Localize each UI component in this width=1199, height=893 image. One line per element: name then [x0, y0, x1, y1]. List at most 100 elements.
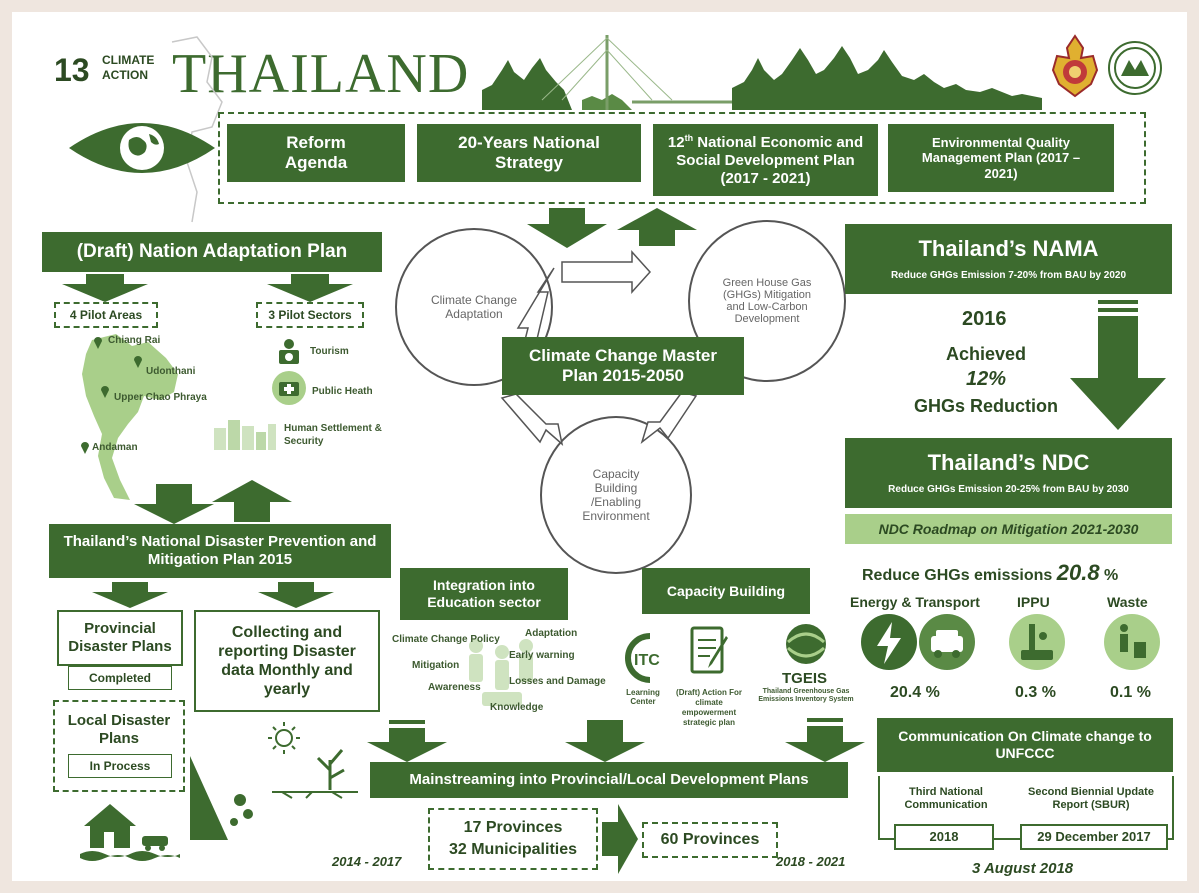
itc-logo-text: ITC: [634, 652, 660, 669]
thailand-map-icon: [82, 334, 178, 500]
itc-label: Learning Center: [626, 688, 660, 706]
master-plan-box: Climate Change Master Plan 2015-2050: [502, 337, 744, 395]
document-icon: [690, 626, 728, 674]
thailand-map-outline: [171, 36, 223, 223]
nama-percent: 12%: [966, 368, 1007, 390]
lightning-icon: [861, 614, 917, 670]
edu-word-knowledge: Knowledge: [490, 702, 544, 713]
arrow-down-icon: [527, 208, 607, 248]
skyline-illustration: [482, 35, 1042, 110]
arrow-down-icon: [367, 720, 447, 762]
provincial-status: Completed: [68, 666, 172, 690]
nama-subtitle: Reduce GHGs Emission 7-20% from BAU by 2…: [890, 270, 1127, 282]
years-2014-2017: 2014 - 2017: [332, 854, 402, 869]
years-2018-2021: 2018 - 2021: [776, 854, 846, 869]
pilot-sectors-label: 3 Pilot Sectors: [256, 302, 364, 328]
arrow-down-icon: [1070, 300, 1166, 430]
itc-logo-icon: ITC: [625, 633, 660, 683]
industry-icon: [1009, 614, 1065, 670]
arrow-down-icon: [258, 582, 334, 608]
tnc-label: Third National Communication: [904, 786, 988, 812]
provinces-17: 17 Provinces: [463, 819, 563, 836]
sector-human-settlement: Human Settlement & Security: [284, 423, 382, 447]
provinces-2018-box: 60 Provinces: [642, 822, 778, 858]
arrow-down-icon: [92, 582, 168, 608]
area-andaman: Andaman: [92, 442, 138, 453]
edu-word-adaptation: Adaptation: [525, 628, 578, 639]
disaster-plan-box: Thailand’s National Disaster Prevention …: [49, 524, 391, 578]
nama-box: Thailand’s NAMA Reduce GHGs Emission 7-2…: [845, 224, 1172, 294]
sector-energy-label: Energy & Transport: [850, 594, 980, 610]
ndc-subtitle: Reduce GHGs Emission 20-25% from BAU by …: [888, 484, 1129, 496]
edu-word-awareness: Awareness: [428, 682, 481, 693]
edu-word-early-warning: Early warning: [509, 650, 575, 661]
ndc-reduce-value: 20.8: [1056, 560, 1100, 585]
ndc-reduce-line: Reduce GHGs emissions 20.8 %: [862, 560, 1119, 585]
infographic-canvas: 13 CLIMATE ACTION THAILAND Reform Agend: [12, 12, 1187, 881]
area-udonthani: Udonthani: [146, 366, 196, 377]
cycle-arrows: [500, 250, 698, 447]
flood-icon: [80, 804, 180, 861]
ndc-title: Thailand’s NDC: [927, 449, 1090, 475]
pilot-areas-label: 4 Pilot Areas: [54, 302, 158, 328]
landslide-icon: [190, 756, 253, 840]
arrow-down-icon: [565, 720, 645, 762]
provincial-plans-box: Provincial Disaster Plans: [57, 610, 183, 666]
sector-waste-label: Waste: [1107, 594, 1148, 610]
arrow-up-icon: [617, 208, 697, 246]
nama-achieved: Achieved: [946, 344, 1027, 364]
sdg-number: 13: [54, 52, 90, 88]
eye-globe-icon: [69, 123, 215, 173]
sector-public-health: Public Heath: [312, 386, 373, 397]
pin-icon: [81, 442, 89, 454]
provinces-2014-box: 17 Provinces 32 Municipalities: [428, 808, 598, 870]
buildings-icon: [214, 420, 276, 450]
unfccc-date: 3 August 2018: [972, 860, 1074, 877]
thailand-title: THAILAND: [172, 43, 470, 105]
arrow-down-icon: [62, 274, 148, 302]
edu-word-policy: Climate Change Policy: [392, 634, 500, 645]
edu-word-mitigation: Mitigation: [412, 660, 460, 671]
collecting-data-box: Collecting and reporting Disaster data M…: [194, 610, 380, 712]
capacity-circle: Capacity Building /Enabling Environment: [540, 416, 692, 574]
nama-year: 2016: [962, 308, 1007, 330]
environmental-plan-box: Environmental Quality Management Plan (2…: [888, 124, 1114, 192]
pin-icon: [101, 386, 109, 398]
ministry-seal-icon: [1051, 34, 1099, 98]
sbur-date: 29 December 2017: [1020, 824, 1168, 850]
waste-icon: [1104, 614, 1160, 670]
local-plans-label: Local Disaster Plans: [67, 712, 171, 747]
arrow-down-icon: [134, 484, 214, 524]
sector-tourism: Tourism: [310, 346, 349, 357]
nama-reduction: GHGs Reduction: [914, 396, 1059, 416]
mitigation-circle: Green House Gas (GHGs) Mitigation and Lo…: [688, 220, 846, 382]
people-icon: [469, 639, 533, 706]
tgeis-label: Thailand Greenhouse Gas Emissions Invent…: [758, 688, 854, 704]
unfccc-box: Communication On Climate change to UNFCC…: [877, 718, 1173, 772]
health-icon: [272, 371, 306, 405]
car-icon: [919, 614, 975, 670]
sdg-line1: CLIMATE: [102, 53, 155, 67]
arrow-down-icon: [267, 274, 353, 302]
tourism-icon: [279, 339, 299, 364]
reform-agenda-box: Reform Agenda: [227, 124, 405, 182]
sector-waste-value: 0.1 %: [1110, 684, 1151, 701]
arrow-up-icon: [212, 480, 292, 522]
sbur-label: Second Biennial Update Report (SBUR): [1028, 786, 1154, 812]
arrow-right-icon: [602, 804, 638, 874]
ndc-box: Thailand’s NDC Reduce GHGs Emission 20-2…: [845, 438, 1172, 508]
tnc-date: 2018: [894, 824, 994, 850]
ndc-roadmap-banner: NDC Roadmap on Mitigation 2021-2030: [845, 514, 1172, 544]
nesdp-label: 12th National Economic and Social Develo…: [667, 132, 864, 187]
sdg-line2: ACTION: [102, 68, 148, 82]
pin-icon: [134, 356, 142, 368]
municipalities-32: 32 Municipalities: [448, 841, 578, 858]
area-chiang-rai: Chiang Rai: [108, 335, 161, 346]
national-strategy-box: 20-Years National Strategy: [417, 124, 641, 182]
capacity-building-box: Capacity Building: [642, 568, 810, 614]
office-logo-icon: [1108, 41, 1162, 95]
pin-icon: [94, 337, 102, 349]
local-status: In Process: [68, 754, 172, 778]
sector-energy-value: 20.4 %: [890, 684, 940, 701]
nesdp-box: 12th National Economic and Social Develo…: [653, 124, 878, 196]
